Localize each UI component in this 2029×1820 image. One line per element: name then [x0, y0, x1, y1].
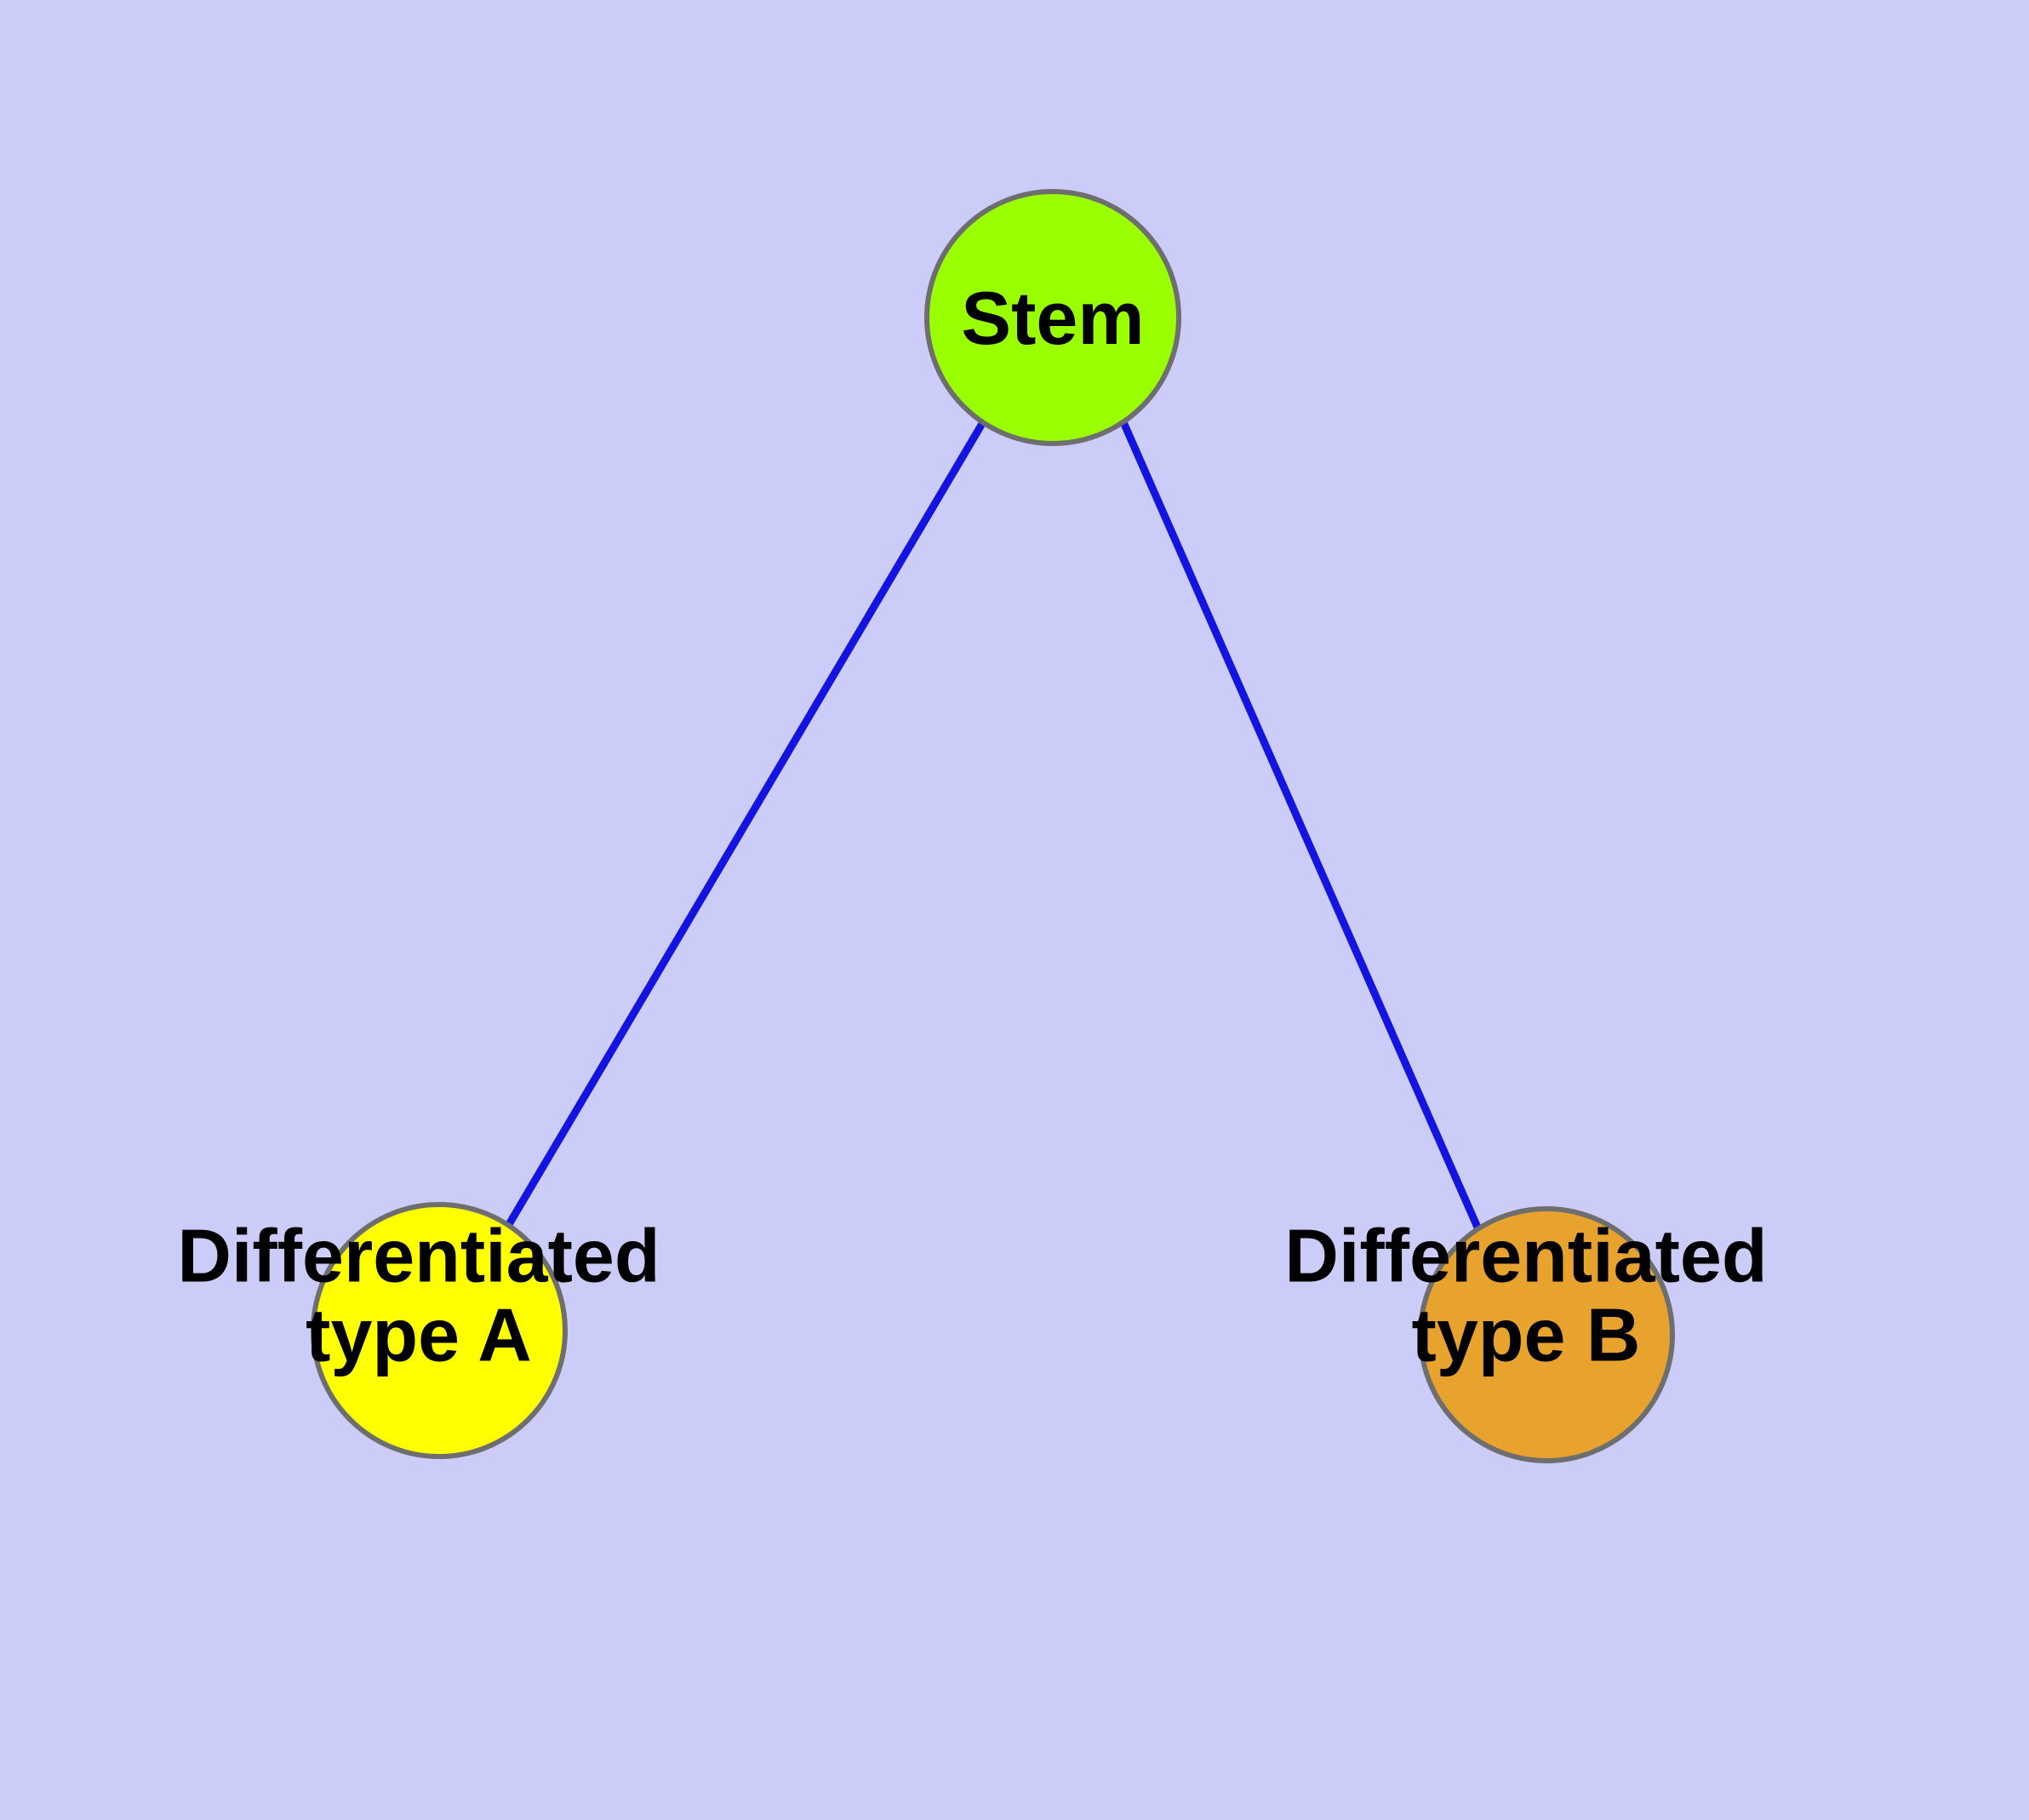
nodes-layer [311, 189, 1675, 1463]
node-label-line: Differentiated [177, 1214, 660, 1298]
edge-stem-diff-b[interactable] [1119, 421, 1483, 1231]
node-label-stem: Stem [961, 276, 1144, 360]
node-diff_b[interactable] [1418, 1206, 1675, 1463]
node-label-line: type B [1412, 1293, 1641, 1377]
node-diff_a[interactable] [311, 1202, 568, 1459]
node-stem[interactable] [924, 189, 1181, 446]
node-label-line: Stem [961, 276, 1144, 360]
edge-stem-diff-a[interactable] [505, 420, 986, 1228]
node-label-line: Differentiated [1284, 1214, 1767, 1298]
node-label-line: type A [306, 1293, 532, 1377]
edges-layer [505, 420, 1483, 1231]
